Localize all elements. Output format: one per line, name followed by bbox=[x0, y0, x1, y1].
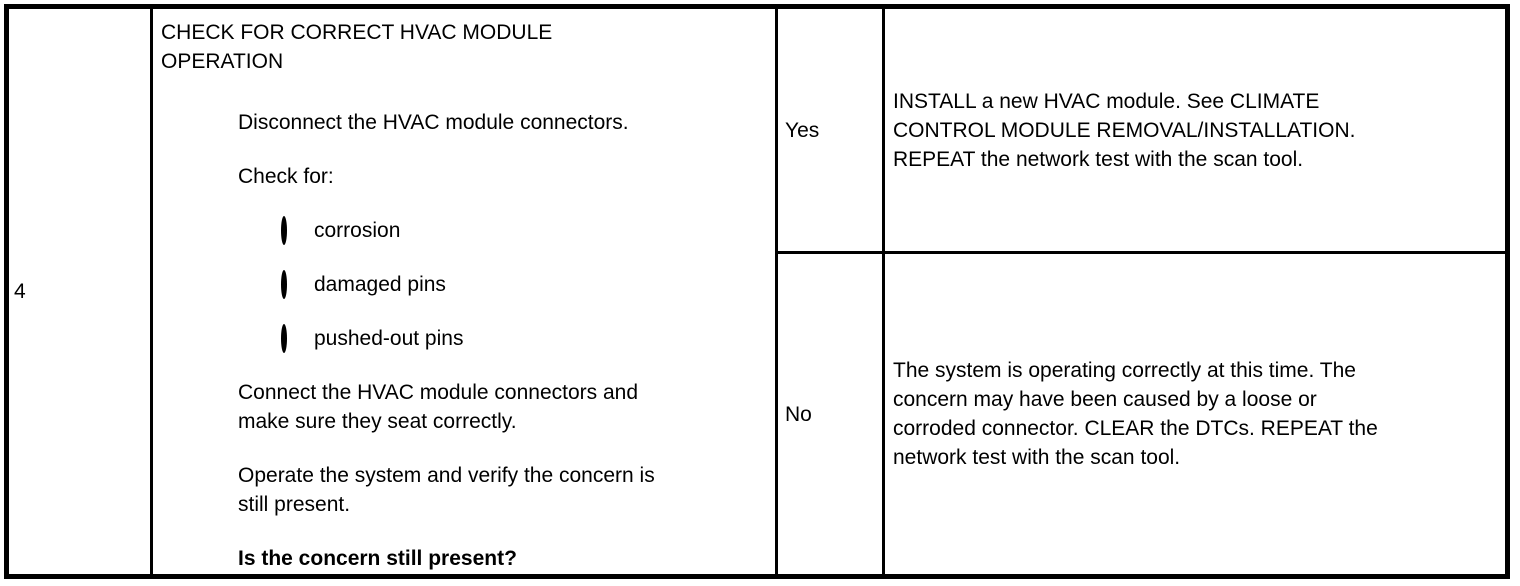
action-yes-text: INSTALL a new HVAC module. See CLIMATE C… bbox=[893, 89, 1356, 171]
bullet-text: Is the concern still present? bbox=[238, 547, 517, 570]
bullet-item: Disconnect the HVAC module connectors. bbox=[209, 108, 769, 137]
sub-bullet-item: damaged pins bbox=[281, 270, 769, 299]
bullet-text: Check for: bbox=[238, 165, 334, 188]
bullet-text: Disconnect the HVAC module connectors. bbox=[238, 111, 629, 134]
bullet-item: Connect the HVAC module connectors and m… bbox=[209, 378, 769, 436]
bullet-text: damaged pins bbox=[314, 273, 446, 296]
bullet-text: Operate the system and verify the concer… bbox=[238, 464, 655, 516]
result-no-label: No bbox=[785, 402, 812, 426]
bullet-text: corrosion bbox=[314, 219, 401, 242]
sub-bullet-item: corrosion bbox=[281, 216, 769, 245]
action-yes-cell: INSTALL a new HVAC module. See CLIMATE C… bbox=[885, 9, 1505, 254]
bullet-icon bbox=[209, 162, 238, 191]
circle-bullet-icon bbox=[281, 270, 314, 299]
bullet-icon bbox=[209, 108, 238, 137]
bullet-text: Connect the HVAC module connectors and m… bbox=[238, 381, 639, 433]
pinpoint-test-table: 4 CHECK FOR CORRECT HVAC MODULE OPERATIO… bbox=[4, 4, 1510, 579]
circle-bullet-icon bbox=[281, 324, 314, 353]
bullet-icon bbox=[209, 544, 238, 573]
step-number-cell: 4 bbox=[9, 9, 153, 574]
bullet-item: Check for: bbox=[209, 162, 769, 191]
result-no-cell: No bbox=[778, 254, 885, 574]
sub-bullet-item: pushed-out pins bbox=[281, 324, 769, 353]
result-yes-cell: Yes bbox=[778, 9, 885, 254]
circle-bullet-icon bbox=[281, 216, 314, 245]
action-no-text: The system is operating correctly at thi… bbox=[893, 359, 1378, 469]
bullet-text: pushed-out pins bbox=[314, 327, 464, 350]
result-yes-label: Yes bbox=[785, 118, 820, 142]
pinpoint-test-grid: 4 CHECK FOR CORRECT HVAC MODULE OPERATIO… bbox=[9, 9, 1505, 574]
bullet-icon bbox=[209, 378, 238, 436]
bullet-icon bbox=[209, 461, 238, 519]
bullet-item: Operate the system and verify the concer… bbox=[209, 461, 769, 519]
step-number: 4 bbox=[14, 280, 26, 303]
procedure-cell: CHECK FOR CORRECT HVAC MODULE OPERATION … bbox=[153, 9, 778, 574]
action-no-cell: The system is operating correctly at thi… bbox=[885, 254, 1505, 574]
bullet-item-question: Is the concern still present? bbox=[209, 544, 769, 573]
procedure-title: CHECK FOR CORRECT HVAC MODULE OPERATION bbox=[161, 21, 553, 73]
